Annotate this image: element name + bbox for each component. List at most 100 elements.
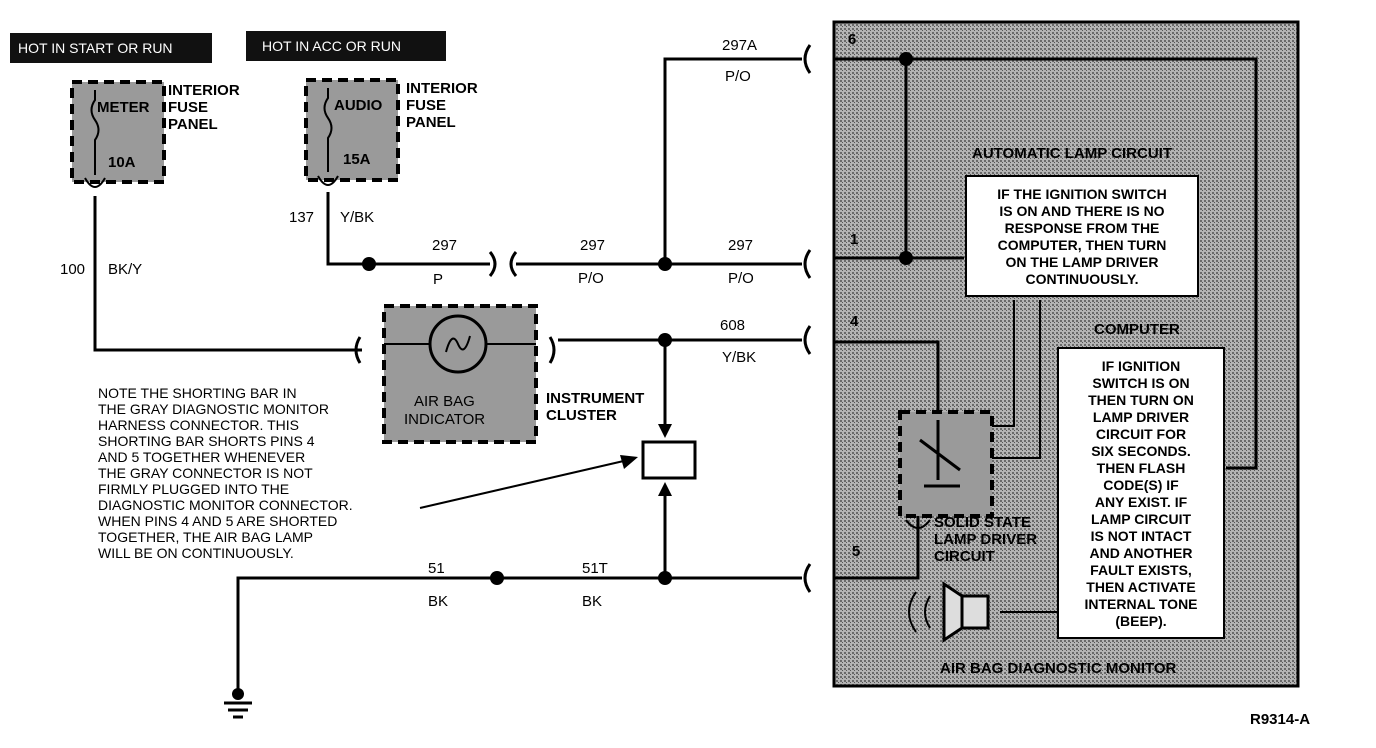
box2-line-9: ANY EXIST. IF <box>1095 494 1188 510</box>
wire-297b-color: P/O <box>578 270 604 287</box>
wire-137-number: 137 <box>289 209 314 226</box>
ground-symbol <box>224 688 252 719</box>
instrument-cluster-l2: CLUSTER <box>546 407 617 424</box>
wire-51 <box>236 576 802 690</box>
wire-51-color: BK <box>428 593 448 610</box>
box2-line-3: THEN TURN ON <box>1088 392 1194 408</box>
box2-line-16: (BEEP). <box>1115 613 1166 629</box>
monitor-pin1: 1 <box>850 231 858 248</box>
logic-box-2: IF IGNITION SWITCH IS ON THEN TURN ON LA… <box>1057 347 1225 639</box>
box1-line-6: CONTINUOUSLY. <box>1025 271 1138 287</box>
monitor-title: AIR BAG DIAGNOSTIC MONITOR <box>940 660 1177 677</box>
header-hot-start-run: HOT IN START OR RUN <box>10 33 212 63</box>
shorting-arrow-up <box>658 482 672 496</box>
connector-297-a <box>488 251 497 277</box>
monitor-pin5: 5 <box>852 543 860 560</box>
fuse-meter-panel-l2: FUSE <box>168 99 208 116</box>
wire-100-color: BK/Y <box>108 261 142 278</box>
fuse-audio: AUDIO 15A <box>304 78 400 186</box>
monitor-computer: COMPUTER <box>1094 321 1180 338</box>
wire-137-color: Y/BK <box>340 209 374 226</box>
air-bag-diagnostic-monitor: 6 1 4 5 AUTOMATIC LAMP CIRCUIT COMPUTER … <box>832 20 1300 688</box>
fuse-audio-panel-l3: PANEL <box>406 114 456 131</box>
wire-297c-color: P/O <box>728 270 754 287</box>
box2-line-15: INTERNAL TONE <box>1084 596 1197 612</box>
air-bag-indicator-l1: AIR BAG <box>414 393 475 410</box>
wire-51T-number: 51T <box>582 560 608 577</box>
fuse-audio-panel-l2: FUSE <box>406 97 446 114</box>
box2-line-6: SIX SECONDS. <box>1091 443 1191 459</box>
splice-137 <box>362 257 376 271</box>
monitor-pin4: 4 <box>850 313 859 330</box>
air-bag-indicator: AIR BAG INDICATOR <box>382 304 538 444</box>
box1-line-5: ON THE LAMP DRIVER <box>1006 254 1159 270</box>
fuse-meter: METER 10A <box>70 80 166 188</box>
driver-l3: CIRCUIT <box>934 548 995 565</box>
note-line-4: SHORTING BAR SHORTS PINS 4 <box>98 433 315 449</box>
wire-297A-color: P/O <box>725 68 751 85</box>
box2-line-2: SWITCH IS ON <box>1092 375 1189 391</box>
fuse-audio-panel-l1: INTERIOR <box>406 80 478 97</box>
box2-line-13: FAULT EXISTS, <box>1090 562 1192 578</box>
connector-pin1 <box>803 249 812 279</box>
connector-297-b <box>509 251 518 277</box>
splice-51 <box>490 571 504 585</box>
note-line-5: AND 5 TOGETHER WHENEVER <box>98 449 305 465</box>
shorting-arrow-down <box>658 424 672 438</box>
note-pointer-head <box>620 455 638 469</box>
connector-pin4 <box>803 325 812 355</box>
box2-line-10: LAMP CIRCUIT <box>1091 511 1192 527</box>
box2-line-14: THEN ACTIVATE <box>1086 579 1195 595</box>
connector-indicator-right <box>548 336 556 364</box>
fuse-audio-rating: 15A <box>343 151 371 168</box>
note-line-11: WILL BE ON CONTINUOUSLY. <box>98 545 294 561</box>
note-line-10: TOGETHER, THE AIR BAG LAMP <box>98 529 313 545</box>
note-line-9: WHEN PINS 4 AND 5 ARE SHORTED <box>98 513 337 529</box>
box1-line-4: COMPUTER, THEN TURN <box>998 237 1167 253</box>
fuse-meter-panel-l3: PANEL <box>168 116 218 133</box>
header-hot-start-run-label: HOT IN START OR RUN <box>18 40 173 56</box>
connector-pin5 <box>803 563 812 593</box>
speaker-icon <box>908 581 990 643</box>
wire-297A <box>663 57 802 264</box>
box2-line-8: CODE(S) IF <box>1103 477 1179 493</box>
note-line-8: DIAGNOSTIC MONITOR CONNECTOR. <box>98 497 353 513</box>
box1-line-2: IS ON AND THERE IS NO <box>999 203 1164 219</box>
note-line-1: NOTE THE SHORTING BAR IN <box>98 385 297 401</box>
note-line-2: THE GRAY DIAGNOSTIC MONITOR <box>98 401 329 417</box>
monitor-auto-lamp: AUTOMATIC LAMP CIRCUIT <box>972 145 1172 162</box>
wire-297a-color: P <box>433 271 443 288</box>
air-bag-indicator-l2: INDICATOR <box>404 411 485 428</box>
fuse-meter-name: METER <box>97 99 150 116</box>
box1-line-1: IF THE IGNITION SWITCH <box>997 186 1167 202</box>
box2-line-5: CIRCUIT FOR <box>1096 426 1186 442</box>
reference-code: R9314-A <box>1250 711 1310 728</box>
wire-297c-number: 297 <box>728 237 753 254</box>
fuse-meter-panel-l1: INTERIOR <box>168 82 240 99</box>
wire-51-number: 51 <box>428 560 445 577</box>
shorting-bar-note: NOTE THE SHORTING BAR IN THE GRAY DIAGNO… <box>98 385 353 561</box>
wire-51T-color: BK <box>582 593 602 610</box>
splice-51t <box>658 571 672 585</box>
note-pointer <box>419 459 629 509</box>
box2-line-11: IS NOT INTACT <box>1091 528 1192 544</box>
shorting-bar <box>641 440 697 480</box>
wire-137 <box>326 192 490 266</box>
box2-line-4: LAMP DRIVER <box>1093 409 1189 425</box>
note-line-6: THE GRAY CONNECTOR IS NOT <box>98 465 313 481</box>
connector-indicator-left <box>354 336 362 364</box>
wire-100-number: 100 <box>60 261 85 278</box>
header-hot-acc-run: HOT IN ACC OR RUN <box>246 31 446 61</box>
connector-pin6 <box>803 44 812 74</box>
driver-l1: SOLID STATE <box>934 514 1031 531</box>
wire-608-number: 608 <box>720 317 745 334</box>
wire-297a-number: 297 <box>432 237 457 254</box>
box2-line-7: THEN FLASH <box>1097 460 1186 476</box>
wire-297b-number: 297 <box>580 237 605 254</box>
box2-line-1: IF IGNITION <box>1102 358 1181 374</box>
wire-100 <box>93 196 362 352</box>
fuse-meter-rating: 10A <box>108 154 136 171</box>
wire-297A-number: 297A <box>722 37 757 54</box>
header-hot-acc-run-label: HOT IN ACC OR RUN <box>262 38 401 54</box>
